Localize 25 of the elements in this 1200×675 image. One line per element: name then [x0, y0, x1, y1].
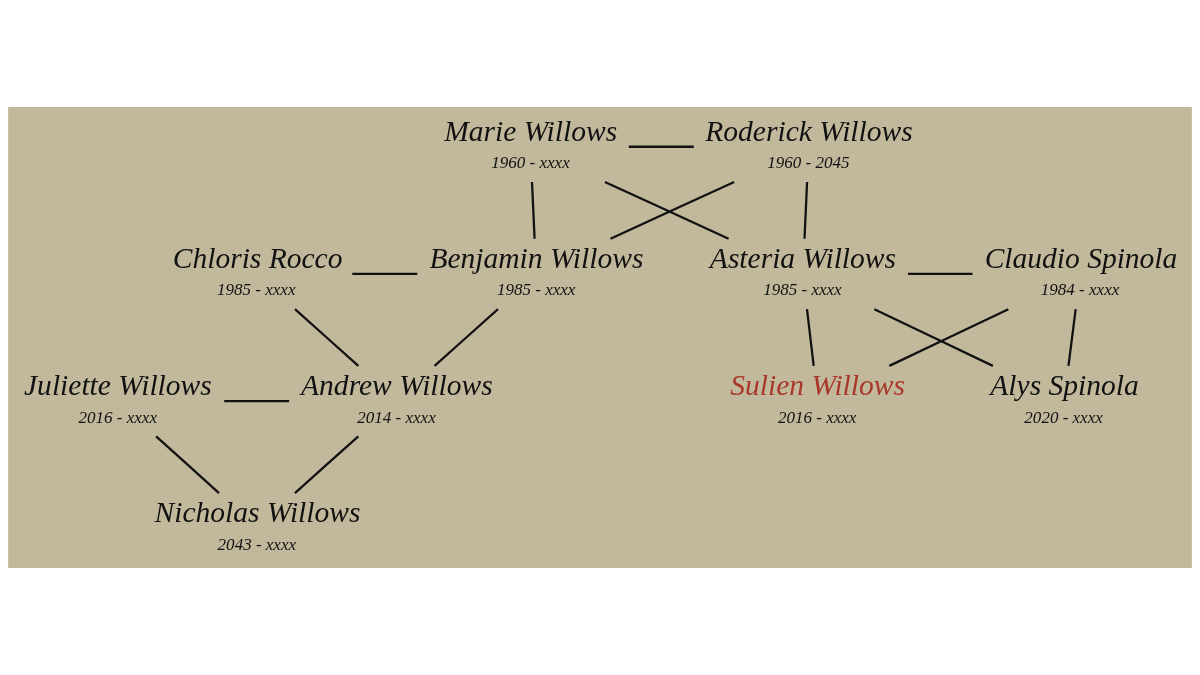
connector	[294, 308, 360, 367]
connector	[873, 308, 994, 367]
connector	[628, 145, 694, 148]
connector	[530, 181, 536, 239]
connector	[433, 308, 499, 367]
node-text: Asteria Willows 1985 - xxxx	[709, 242, 896, 300]
connector	[803, 181, 809, 239]
connector	[352, 272, 418, 276]
node-text: Nicholas Willows 2043 - xxxx	[154, 496, 361, 554]
connector	[907, 272, 973, 276]
node-text: Marie Willows 1960 - xxxx	[444, 114, 618, 173]
connector	[155, 435, 220, 494]
connector	[224, 399, 290, 403]
node-text: Benjamin Willows 1985 - xxxx	[429, 242, 644, 300]
node-text: Sulien Willows 2016 - xxxx	[730, 369, 905, 427]
node-text: Roderick Willows 1960 - 2045	[705, 114, 913, 173]
node-text: Andrew Willows 2014 - xxxx	[301, 369, 493, 427]
node-text: Juliette Willows 2016 - xxxx	[24, 369, 212, 427]
connector	[294, 435, 360, 494]
connector	[805, 309, 815, 366]
connector	[1067, 309, 1077, 366]
node-text: Chloris Rocco 1985 - xxxx	[172, 242, 343, 300]
node-text: Alys Spinola 2020 - xxxx	[990, 369, 1139, 427]
node-text: Claudio Spinola 1984 - xxxx	[984, 242, 1178, 300]
connector	[888, 308, 1009, 367]
